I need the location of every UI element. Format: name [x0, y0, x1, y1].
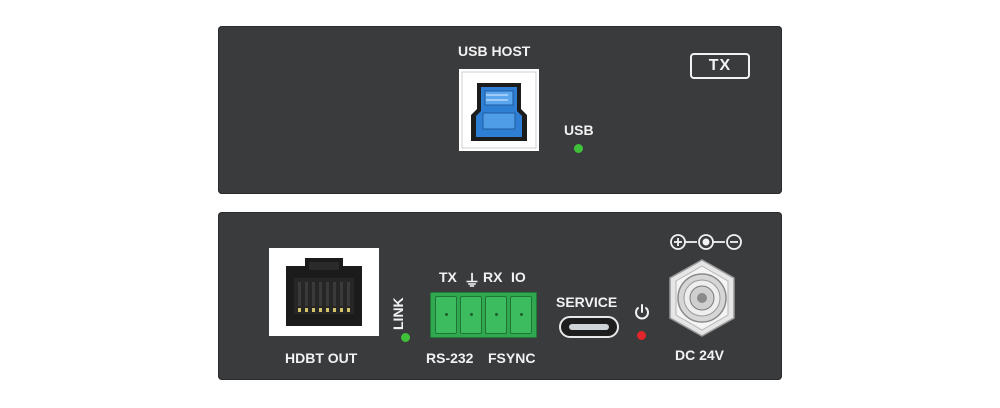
service-label: SERVICE [556, 294, 618, 310]
terminal-pin-2 [460, 296, 482, 334]
fsync-label: FSYNC [488, 350, 536, 366]
power-icon [633, 303, 651, 326]
hdbt-out-label: HDBT OUT [285, 350, 358, 366]
dc-power-jack[interactable] [666, 258, 738, 343]
link-status-led [401, 333, 410, 342]
service-usb-c-port[interactable] [559, 316, 619, 338]
usb-status-led [574, 144, 583, 153]
usb-host-port[interactable] [459, 69, 539, 151]
tx-badge: TX [690, 53, 750, 79]
link-label: LINK [390, 297, 406, 330]
rs232-terminal-block[interactable] [430, 292, 537, 338]
dc-polarity-icon [669, 232, 745, 257]
terminal-label-tx: TX [439, 269, 457, 285]
rj45-port-icon [286, 258, 362, 326]
terminal-pin-3 [485, 296, 507, 334]
hdbt-out-port[interactable] [269, 248, 379, 336]
terminal-pin-4 [510, 296, 532, 334]
usb-host-label: USB HOST [458, 43, 531, 59]
terminal-label-io: IO [511, 269, 526, 285]
terminal-label-rx: RX [483, 269, 503, 285]
device-top-panel: USB HOST USB TX [218, 26, 782, 194]
usb-b-port-icon [461, 71, 537, 149]
usb-led-label: USB [564, 122, 594, 138]
device-bottom-panel: HDBT OUT LINK TX ⏚ RX IO RS-232 FSYNC SE… [218, 212, 782, 380]
power-status-led [637, 331, 646, 340]
terminal-label-ground: ⏚ [464, 273, 481, 290]
dc-24v-label: DC 24V [675, 347, 725, 363]
rs232-label: RS-232 [426, 350, 474, 366]
terminal-pin-1 [435, 296, 457, 334]
